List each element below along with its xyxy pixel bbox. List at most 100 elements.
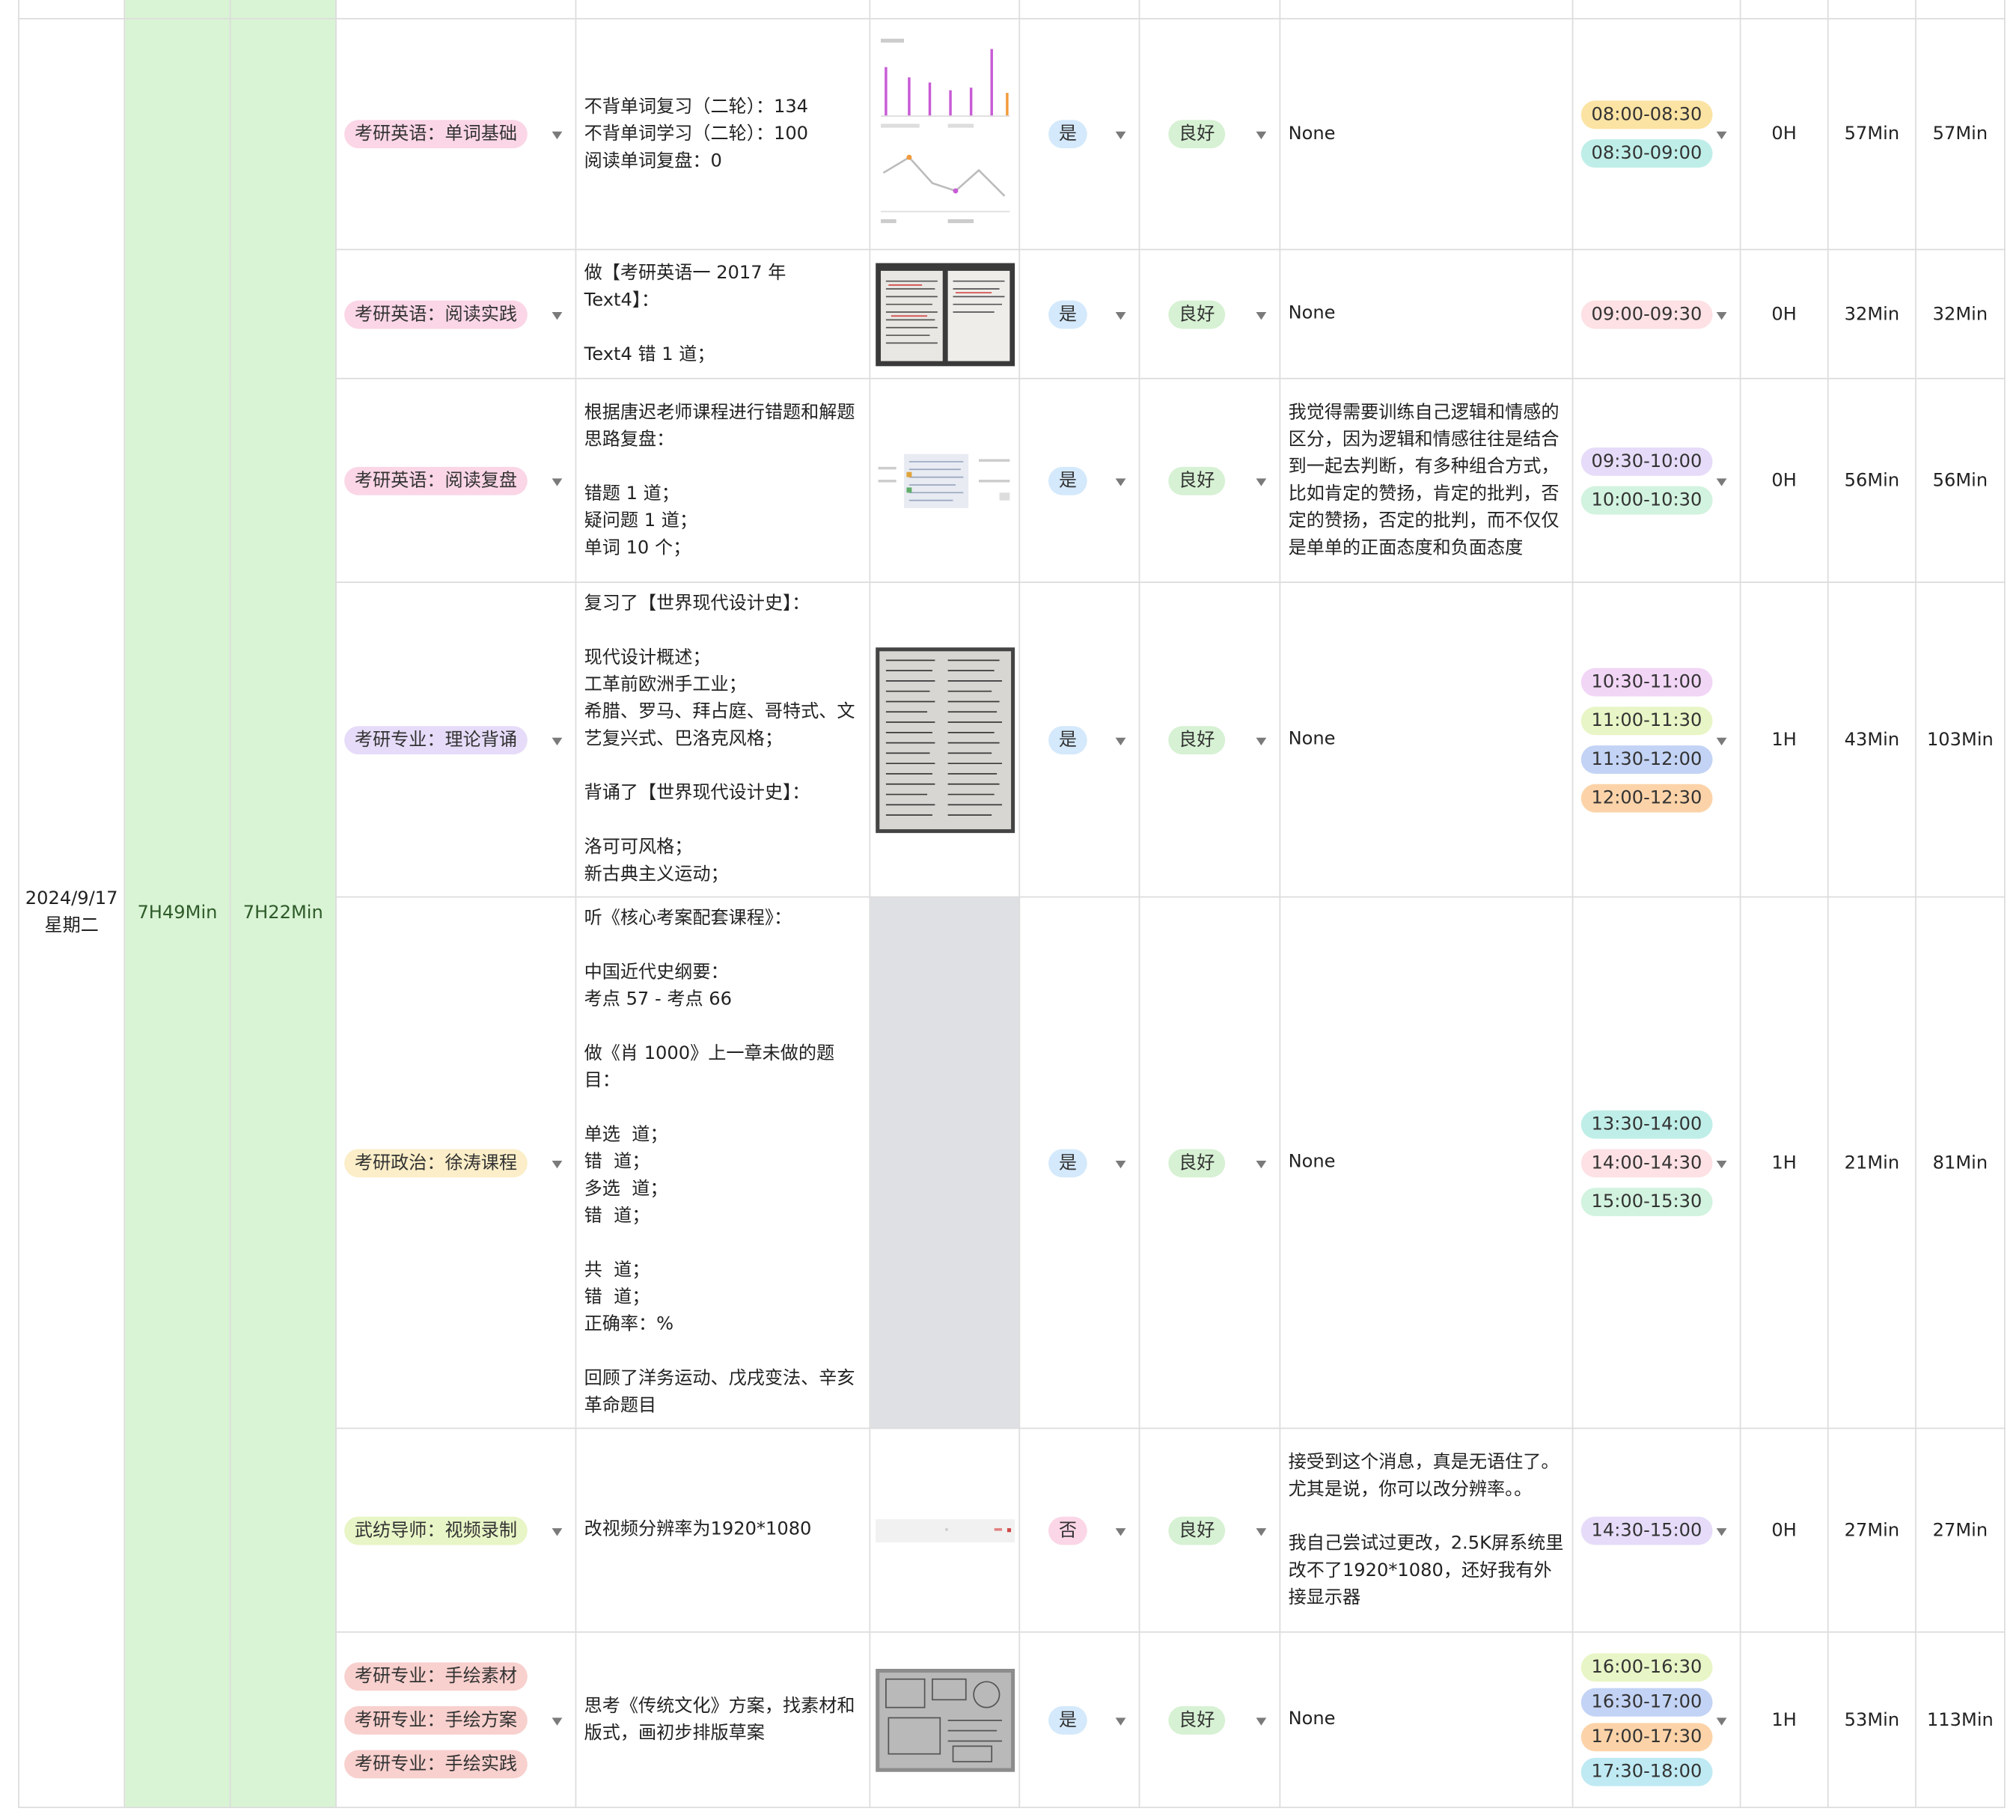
dropdown-arrow-icon[interactable] (1256, 1160, 1267, 1168)
total-minutes-cell: 113Min (1915, 1631, 2006, 1809)
reflection-cell[interactable]: 接受到这个消息，真是无语住了。尤其是说，你可以改分辨率。。 我自己尝试过更改，2… (1279, 1427, 1574, 1633)
attachment-cell[interactable] (869, 1631, 1021, 1809)
reflection-cell[interactable]: None (1279, 248, 1574, 379)
dropdown-arrow-icon[interactable] (1256, 477, 1267, 486)
dropdown-arrow-icon[interactable] (552, 1527, 563, 1536)
time-slot-select[interactable]: 14:30-15:00 (1571, 1427, 1741, 1633)
dropdown-arrow-icon[interactable] (1716, 311, 1727, 320)
sketch-photo-thumbnail[interactable] (875, 1668, 1015, 1771)
dropdown-arrow-icon[interactable] (552, 1717, 563, 1725)
hours-cell: 1H (1739, 896, 1829, 1429)
attachment-cell[interactable] (869, 248, 1021, 379)
dropdown-arrow-icon[interactable] (1716, 1527, 1727, 1536)
dropdown-arrow-icon[interactable] (1115, 311, 1126, 320)
status-badge: 良好 (1168, 725, 1226, 754)
attachment-cell[interactable] (869, 1427, 1021, 1633)
screenshot-thumbnail[interactable] (875, 451, 1015, 510)
category-select[interactable]: 考研专业：理论背诵 (335, 581, 577, 898)
attachment-cell[interactable] (869, 581, 1021, 898)
dropdown-arrow-icon[interactable] (1716, 736, 1727, 745)
content-cell[interactable]: 不背单词复习（二轮）：134 不背单词学习（二轮）：100 阅读单词复盘：0 (575, 18, 871, 251)
category-tag: 考研专业：手绘方案 (344, 1706, 528, 1734)
completed-select[interactable]: 是 (1018, 1631, 1140, 1809)
completed-select[interactable]: 是 (1018, 581, 1140, 898)
dropdown-arrow-icon[interactable] (1115, 736, 1126, 745)
completed-badge: 否 (1048, 1515, 1087, 1545)
content-cell[interactable]: 思考《传统文化》方案，找素材和版式，画初步排版草案 (575, 1631, 871, 1809)
dropdown-arrow-icon[interactable] (1716, 477, 1727, 486)
hours-cell: 0H (1739, 248, 1829, 379)
table-row: 考研专业：手绘素材 考研专业：手绘方案 考研专业：手绘实践 思考《传统文化》方案… (19, 1631, 2006, 1809)
dropdown-arrow-icon[interactable] (1115, 477, 1126, 486)
time-slot-select[interactable]: 10:30-11:00 11:00-11:30 11:30-12:00 12:0… (1571, 581, 1741, 898)
completed-badge: 是 (1048, 120, 1087, 149)
time-slot-select[interactable]: 16:00-16:30 16:30-17:00 17:00-17:30 17:3… (1571, 1631, 1741, 1809)
completed-badge: 是 (1048, 465, 1087, 495)
content-cell[interactable]: 改视频分辨率为1920*1080 (575, 1427, 871, 1633)
dropdown-arrow-icon[interactable] (1716, 1717, 1727, 1725)
content-cell[interactable]: 复习了【世界现代设计史】： 现代设计概述； 工革前欧洲手工业； 希腊、罗马、拜占… (575, 581, 871, 898)
category-select[interactable]: 考研英语：阅读实践 (335, 248, 577, 379)
category-select[interactable]: 考研政治：徐涛课程 (335, 896, 577, 1429)
dropdown-arrow-icon[interactable] (552, 736, 563, 745)
dropdown-arrow-icon[interactable] (1115, 1527, 1126, 1536)
notebook-photo-thumbnail[interactable] (875, 262, 1015, 366)
dropdown-arrow-icon[interactable] (552, 477, 563, 486)
content-cell[interactable]: 听《核心考案配套课程》： 中国近代史纲要： 考点 57 - 考点 66 做《肖 … (575, 896, 871, 1429)
content-cell[interactable]: 做【考研英语一 2017 年 Text4】： Text4 错 1 道； (575, 248, 871, 379)
status-select[interactable]: 良好 (1138, 248, 1281, 379)
time-slot-tag: 16:00-16:30 (1580, 1653, 1713, 1682)
category-select[interactable]: 武纺导师：视频录制 (335, 1427, 577, 1633)
reflection-cell[interactable]: 我觉得需要训练自己逻辑和情感的区分，因为逻辑和情感往往是结合到一起去判断，有多种… (1279, 377, 1574, 583)
reflection-cell[interactable]: None (1279, 18, 1574, 251)
dropdown-arrow-icon[interactable] (1716, 131, 1727, 140)
status-badge: 良好 (1168, 465, 1226, 495)
status-select[interactable]: 良好 (1138, 377, 1281, 583)
minutes-cell: 21Min (1827, 896, 1916, 1429)
reflection-cell[interactable]: None (1279, 896, 1574, 1429)
dropdown-arrow-icon[interactable] (552, 131, 563, 140)
chart-screenshot-thumbnail[interactable] (875, 31, 1015, 238)
content-cell[interactable]: 根据唐迟老师课程进行错题和解题思路复盘： 错题 1 道； 疑问题 1 道； 单词… (575, 377, 871, 583)
dropdown-arrow-icon[interactable] (1256, 131, 1267, 140)
attachment-cell[interactable] (869, 377, 1021, 583)
status-select[interactable]: 良好 (1138, 581, 1281, 898)
dropdown-arrow-icon[interactable] (1256, 1527, 1267, 1536)
dropdown-arrow-icon[interactable] (1115, 1717, 1126, 1725)
completed-select[interactable]: 是 (1018, 377, 1140, 583)
dropdown-arrow-icon[interactable] (1716, 1160, 1727, 1168)
time-slot-select[interactable]: 08:00-08:30 08:30-09:00 (1571, 18, 1741, 251)
completed-badge: 是 (1048, 1706, 1087, 1734)
dropdown-arrow-icon[interactable] (1256, 1717, 1267, 1725)
dropdown-arrow-icon[interactable] (1115, 1160, 1126, 1168)
completed-select[interactable]: 是 (1018, 18, 1140, 251)
completed-select[interactable]: 否 (1018, 1427, 1140, 1633)
time-slot-tag: 13:30-14:00 (1580, 1109, 1713, 1138)
category-tag: 考研英语：阅读复盘 (344, 465, 528, 495)
category-select[interactable]: 考研英语：单词基础 (335, 18, 577, 251)
category-select[interactable]: 考研专业：手绘素材 考研专业：手绘方案 考研专业：手绘实践 (335, 1631, 577, 1809)
completed-select[interactable]: 是 (1018, 896, 1140, 1429)
date-cell: 2024/9/17 星期二 (18, 18, 126, 1809)
reflection-cell[interactable]: None (1279, 1631, 1574, 1809)
time-slot-select[interactable]: 13:30-14:00 14:00-14:30 15:00-15:30 (1571, 896, 1741, 1429)
handwritten-notes-thumbnail[interactable] (875, 647, 1015, 833)
dropdown-arrow-icon[interactable] (552, 311, 563, 320)
completed-select[interactable]: 是 (1018, 248, 1140, 379)
attachment-cell[interactable] (869, 18, 1021, 251)
status-select[interactable]: 良好 (1138, 1631, 1281, 1809)
attachment-cell-empty[interactable] (869, 896, 1021, 1429)
dropdown-arrow-icon[interactable] (1115, 131, 1126, 140)
dropdown-arrow-icon[interactable] (552, 1160, 563, 1168)
reflection-cell[interactable]: None (1279, 581, 1574, 898)
time-slot-select[interactable]: 09:00-09:30 (1571, 248, 1741, 379)
status-select[interactable]: 良好 (1138, 896, 1281, 1429)
dropdown-arrow-icon[interactable] (1256, 736, 1267, 745)
status-select[interactable]: 良好 (1138, 1427, 1281, 1633)
completed-badge: 是 (1048, 299, 1087, 329)
status-select[interactable]: 良好 (1138, 18, 1281, 251)
dropdown-arrow-icon[interactable] (1256, 311, 1267, 320)
screenshot-thumbnail[interactable] (875, 1518, 1015, 1542)
time-slot-select[interactable]: 09:30-10:00 10:00-10:30 (1571, 377, 1741, 583)
category-select[interactable]: 考研英语：阅读复盘 (335, 377, 577, 583)
